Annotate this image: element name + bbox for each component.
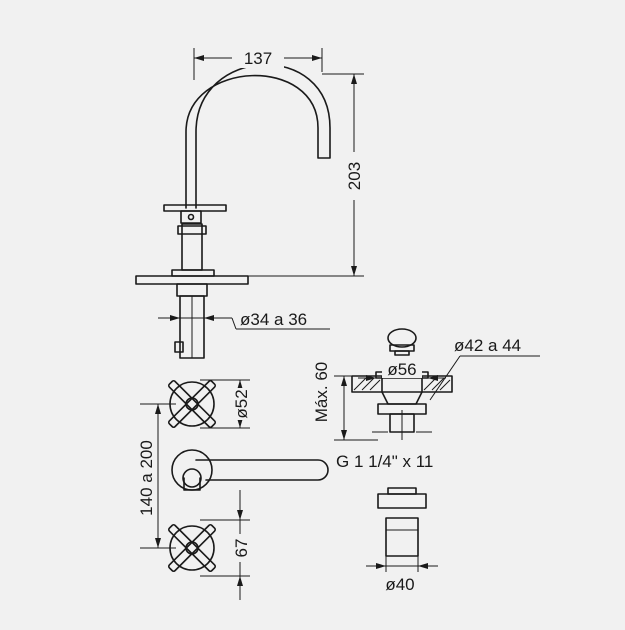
drain-cap — [387, 487, 417, 495]
label-203: 203 — [345, 162, 364, 190]
dim-handle-offset: 67 — [200, 490, 251, 600]
drain-assembly — [351, 328, 453, 440]
label-handle-diameter: ø52 — [232, 389, 251, 418]
label-drain-max: Máx. 60 — [312, 362, 331, 422]
label-drain-thread: G 1 1/4" x 11 — [336, 452, 433, 471]
label-handle-offset: 67 — [232, 539, 251, 558]
dim-drain-body: ø40 — [366, 556, 438, 594]
label-drain-flange: ø56 — [387, 360, 416, 379]
dim-drain-hole: ø42 a 44 — [429, 336, 540, 401]
dim-drain-max: Máx. 60 — [312, 362, 378, 441]
dim-spout-height: 203 — [248, 73, 365, 277]
drain-neck — [381, 391, 423, 405]
faucet-side-view — [135, 63, 331, 359]
deck-plate — [135, 275, 249, 285]
dim-handle-diameter: ø52 — [200, 379, 251, 429]
shank-nut — [176, 283, 208, 297]
label-drain-hole: ø42 a 44 — [454, 336, 521, 355]
dim-center-distance: 140 a 200 — [135, 403, 176, 549]
dim-drain-flange: ø56 — [358, 360, 446, 381]
spout-outline — [185, 63, 331, 209]
label-deck-hole: ø34 a 36 — [240, 310, 307, 329]
faucet-collar — [177, 225, 207, 235]
dim-drain-thread: G 1 1/4" x 11 — [336, 431, 433, 471]
drain-body-lower — [385, 517, 419, 557]
dim-spout-width: 137 — [193, 46, 323, 80]
drain-stopper — [387, 328, 417, 356]
lower-cross-handle — [167, 523, 217, 573]
faucet-body — [181, 223, 203, 271]
base-ring — [171, 269, 215, 277]
label-center-distance: 140 a 200 — [137, 440, 156, 516]
drain-lower-parts — [377, 487, 427, 557]
side-cross-handle — [163, 204, 227, 224]
dim-deck-hole: ø34 a 36 — [158, 310, 330, 330]
spout-top-view — [171, 449, 329, 491]
shank-connector — [174, 341, 184, 353]
drain-nut-lower — [377, 493, 427, 509]
label-137: 137 — [244, 49, 272, 68]
label-drain-body: ø40 — [385, 575, 414, 594]
